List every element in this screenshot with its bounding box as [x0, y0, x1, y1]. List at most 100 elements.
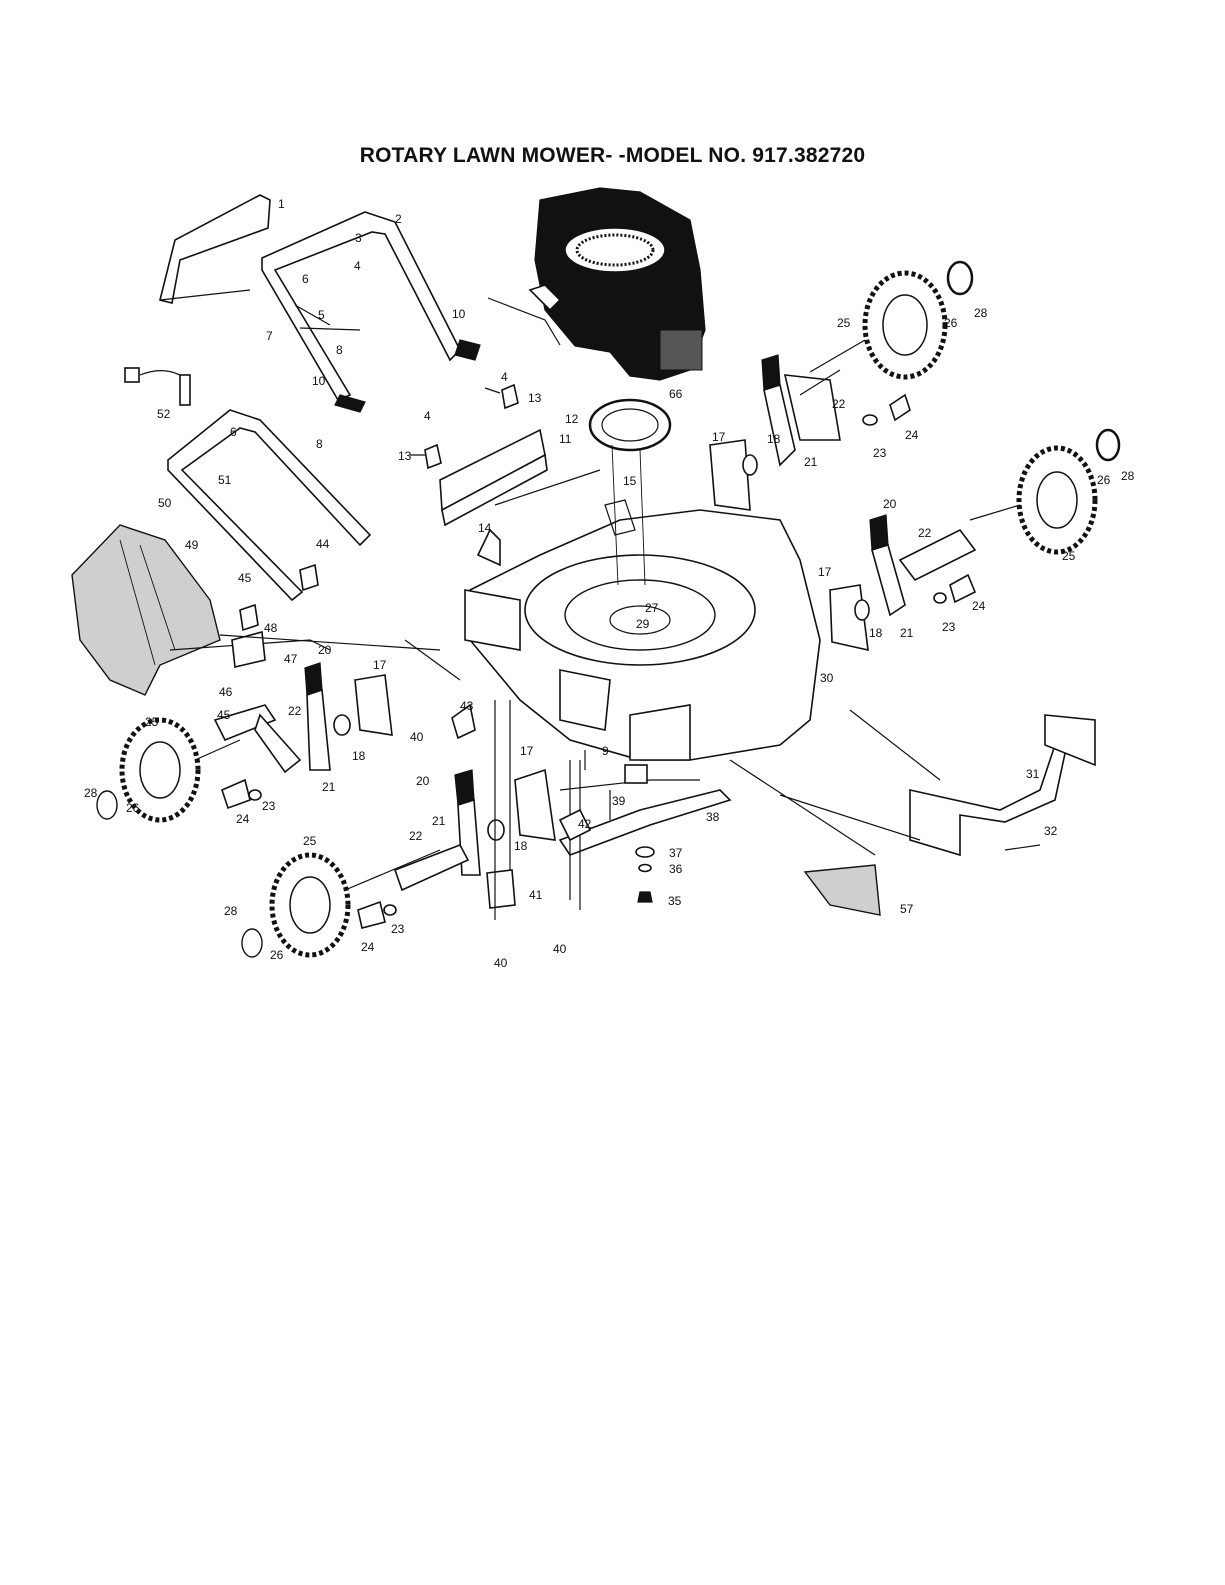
clip-52-illustration: [125, 368, 190, 405]
callout-18c: 18: [352, 749, 366, 763]
callout-45b: 45: [217, 708, 231, 722]
callout-35: 35: [668, 894, 682, 908]
callout-26b: 26: [1097, 473, 1111, 487]
callout-29: 29: [636, 617, 650, 631]
callout-42: 42: [578, 817, 592, 831]
callout-25a: 25: [837, 316, 851, 330]
callout-11: 11: [559, 432, 572, 446]
callout-46: 46: [219, 685, 233, 699]
callout-21c: 21: [322, 780, 336, 794]
callout-12: 12: [565, 412, 579, 426]
grass-catcher-illustration: [72, 525, 330, 695]
callout-20a: 20: [764, 358, 778, 372]
baffle-11-illustration: [440, 430, 547, 525]
callout-48: 48: [264, 621, 278, 635]
callout-26d: 26: [270, 948, 284, 962]
callout-18b: 18: [869, 626, 883, 640]
callout-1: 1: [278, 197, 285, 211]
callout-40b: 40: [494, 956, 508, 970]
callout-17a: 17: [712, 430, 726, 444]
callout-10b: 10: [312, 374, 326, 388]
callout-47: 47: [284, 652, 298, 666]
flap-57-illustration: [805, 865, 880, 915]
callout-66: 66: [669, 387, 683, 401]
callout-17b: 17: [818, 565, 832, 579]
callout-4a: 4: [354, 259, 361, 273]
callout-49: 49: [185, 538, 199, 552]
callout-9: 9: [602, 744, 609, 758]
callout-21b: 21: [900, 626, 914, 640]
callout-25c: 25: [145, 715, 159, 729]
callout-17d: 17: [520, 744, 534, 758]
callout-4c: 4: [424, 409, 431, 423]
callout-8b: 8: [316, 437, 323, 451]
callout-22a: 22: [832, 397, 846, 411]
callout-25d: 25: [303, 834, 317, 848]
callout-28d: 28: [224, 904, 238, 918]
lower-handle-illustration: [168, 410, 370, 600]
engine-illustration: [488, 188, 705, 380]
callout-18a: 18: [767, 432, 781, 446]
height-adjuster-rear-upper: [710, 355, 910, 510]
callout-28b: 28: [1121, 469, 1135, 483]
callout-24a: 24: [905, 428, 919, 442]
callout-28c: 28: [84, 786, 98, 800]
callout-22c: 22: [288, 704, 302, 718]
callout-32: 32: [1044, 824, 1058, 838]
callout-24d: 24: [361, 940, 375, 954]
height-adjuster-front-upper: [215, 663, 392, 808]
callout-22b: 22: [918, 526, 932, 540]
callout-24c: 24: [236, 812, 250, 826]
callout-6b: 6: [230, 425, 237, 439]
callout-40a: 40: [410, 730, 424, 744]
callout-25b: 25: [1062, 549, 1076, 563]
callout-23a: 23: [873, 446, 887, 460]
wheel-front-left-upper: [97, 720, 240, 820]
callout-27: 27: [645, 601, 659, 615]
callout-24b: 24: [972, 599, 986, 613]
callout-21a: 21: [804, 455, 818, 469]
callout-18d: 18: [514, 839, 528, 853]
callout-41: 41: [529, 888, 543, 902]
callout-28a: 28: [974, 306, 988, 320]
callout-13b: 13: [398, 449, 412, 463]
callout-10a: 10: [452, 307, 466, 321]
callout-31: 31: [1026, 767, 1040, 781]
callout-23d: 23: [391, 922, 405, 936]
callout-38: 38: [706, 810, 720, 824]
callout-20d: 20: [416, 774, 430, 788]
callout-7: 7: [266, 329, 273, 343]
callout-39: 39: [612, 794, 626, 808]
callout-22d: 22: [409, 829, 423, 843]
callout-50: 50: [158, 496, 172, 510]
bracket-14-illustration: [478, 530, 500, 565]
callout-43: 43: [460, 699, 474, 713]
callout-26c: 26: [126, 801, 140, 815]
callout-23c: 23: [262, 799, 276, 813]
callout-36: 36: [669, 862, 683, 876]
wheel-rear-right-lower: [970, 430, 1119, 552]
callout-2: 2: [395, 212, 402, 226]
callout-3: 3: [355, 231, 362, 245]
callout-52: 52: [157, 407, 171, 421]
callout-17c: 17: [373, 658, 387, 672]
callout-45a: 45: [238, 571, 252, 585]
callout-8a: 8: [336, 343, 343, 357]
callout-6a: 6: [302, 272, 309, 286]
callout-4b: 4: [501, 370, 508, 384]
callout-51: 51: [218, 473, 232, 487]
blade-38-illustration: [560, 765, 730, 902]
callout-30: 30: [820, 671, 834, 685]
callout-5: 5: [318, 308, 325, 322]
callout-23b: 23: [942, 620, 956, 634]
callout-14: 14: [478, 521, 492, 535]
callout-40c: 40: [553, 942, 567, 956]
callout-37: 37: [669, 846, 683, 860]
callout-44: 44: [316, 537, 330, 551]
control-bar-illustration: [160, 195, 270, 303]
callout-15: 15: [623, 474, 637, 488]
upper-handle-illustration: [262, 212, 480, 412]
callout-57: 57: [900, 902, 914, 916]
